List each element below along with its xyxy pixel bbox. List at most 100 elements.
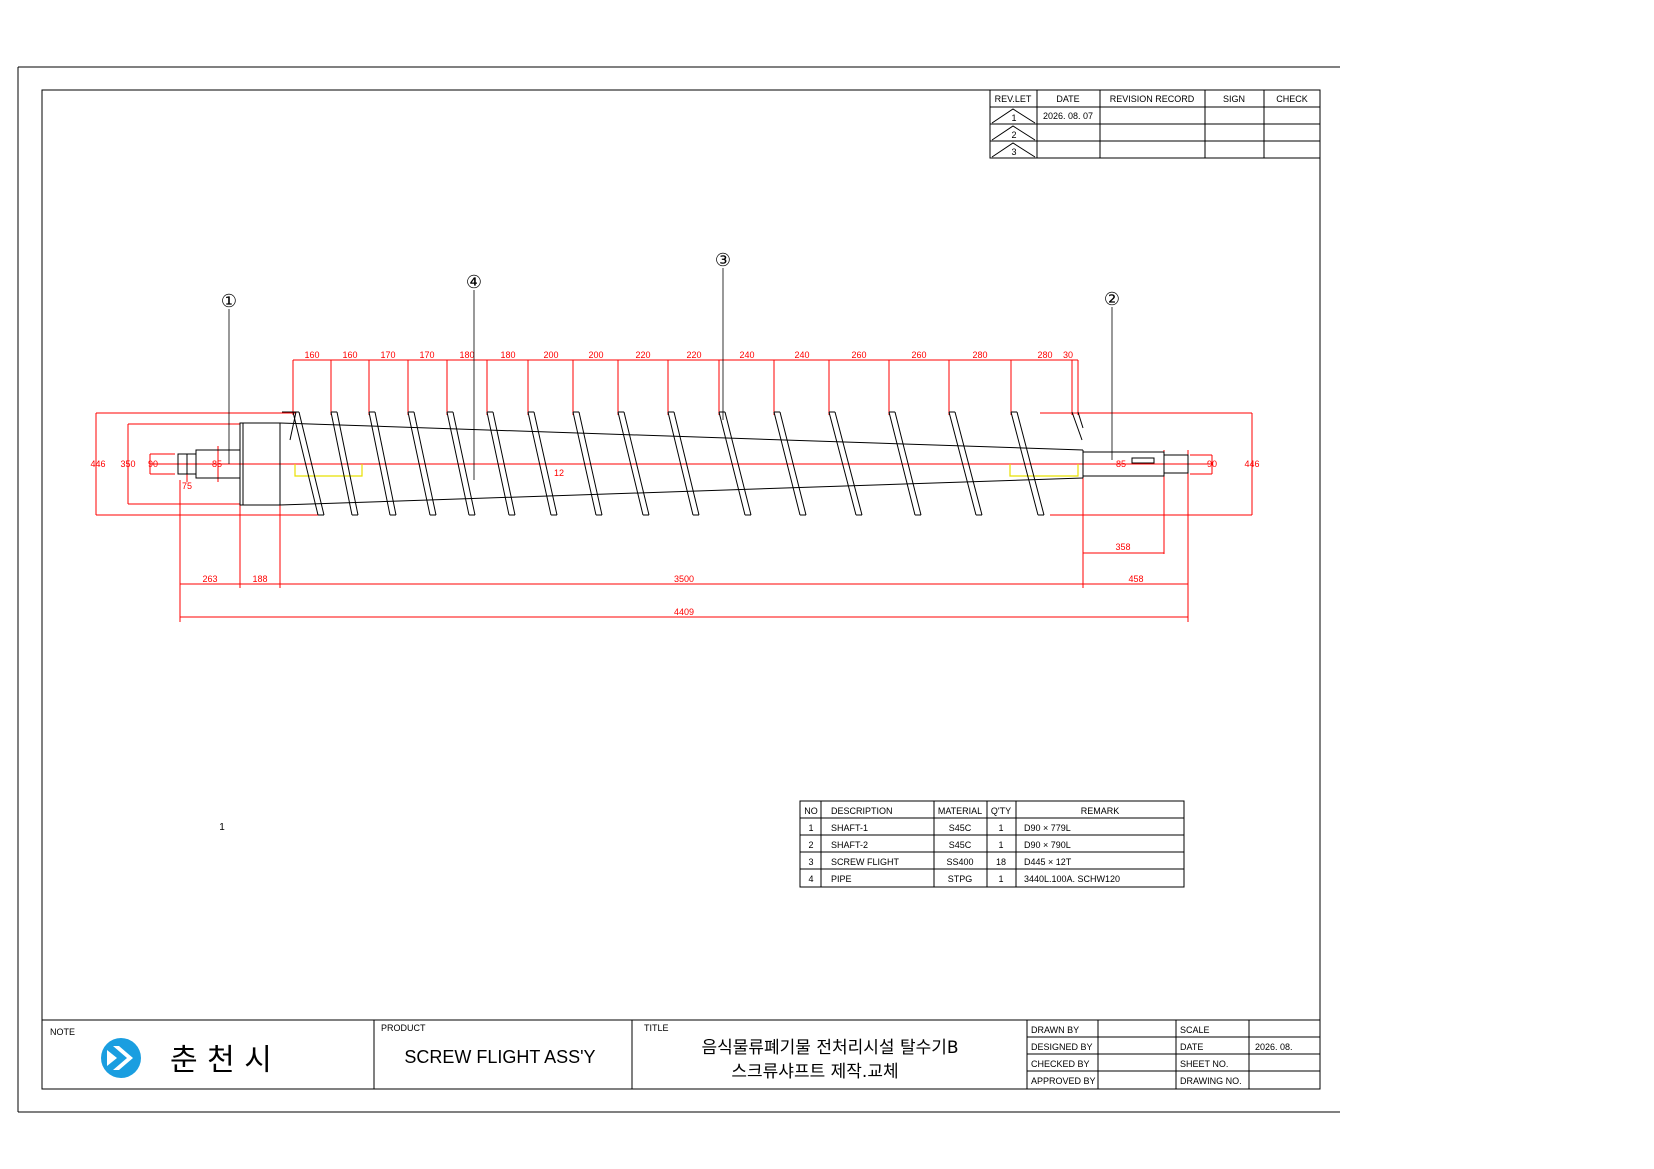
product-label: PRODUCT (381, 1023, 426, 1033)
rev-row-2-letter: 2 (1011, 130, 1016, 140)
sheet-number-mark: 1 (219, 822, 225, 833)
pitch-label-17: 30 (1063, 350, 1073, 360)
balloon-1: ① (221, 291, 237, 311)
right-diameter-446: 446 (1244, 459, 1259, 469)
parts-row-2-description: SHAFT-2 (831, 840, 868, 850)
parts-row-2-remark: D90 × 790L (1024, 840, 1071, 850)
date-label: DATE (1180, 1042, 1203, 1052)
left-diameter-446: 446 (90, 459, 105, 469)
rev-header-revlet: REV.LET (995, 94, 1032, 104)
product-value: SCREW FLIGHT ASS'Y (404, 1047, 595, 1067)
parts-row-2-no: 2 (808, 840, 813, 850)
shaft-body (177, 422, 1189, 506)
parts-row-2-qty: 1 (998, 840, 1003, 850)
parts-row-4-description: PIPE (831, 874, 852, 884)
drawn-by-label: DRAWN BY (1031, 1025, 1079, 1035)
parts-row-4-qty: 1 (998, 874, 1003, 884)
scale-label: SCALE (1180, 1025, 1210, 1035)
rev-header-check: CHECK (1276, 94, 1308, 104)
pitch-label-5: 180 (459, 350, 474, 360)
parts-row-1-remark: D90 × 779L (1024, 823, 1071, 833)
overall-length: 4409 (674, 607, 694, 617)
sheet-no-label: SHEET NO. (1180, 1059, 1228, 1069)
flight-thickness-label: 12 (554, 468, 564, 478)
revision-table: REV.LET DATE REVISION RECORD SIGN CHECK … (989, 89, 1321, 159)
parts-header-remark: REMARK (1081, 806, 1120, 816)
pitch-label-8: 200 (588, 350, 603, 360)
note-label: NOTE (50, 1027, 75, 1037)
pitch-dimension-labels: 160 160 170 170 180 180 200 200 220 220 … (304, 350, 1073, 360)
segment-188: 188 (252, 574, 267, 584)
title-block: NOTE 춘 천 시 PRODUCT SCREW FLIGHT ASS'Y TI… (42, 1019, 1320, 1089)
length-labels: 263 188 3500 458 4409 (202, 574, 1143, 617)
parts-row-1-description: SHAFT-1 (831, 823, 868, 833)
parts-row-4-material: STPG (948, 874, 973, 884)
parts-row-1-material: S45C (949, 823, 972, 833)
city-name-text: 춘 천 시 (170, 1043, 272, 1078)
pitch-label-7: 200 (543, 350, 558, 360)
city-logo-icon (101, 1038, 141, 1078)
rev-header-date: DATE (1056, 94, 1079, 104)
rev-row-3-letter: 3 (1011, 147, 1016, 157)
parts-row-3-description: SCREW FLIGHT (831, 857, 900, 867)
left-diameter-85: 85 (212, 459, 222, 469)
pitch-label-1: 160 (304, 350, 319, 360)
parts-row-1-no: 1 (808, 823, 813, 833)
date-value: 2026. 08. (1255, 1042, 1293, 1052)
parts-row-2-material: S45C (949, 840, 972, 850)
pitch-label-3: 170 (380, 350, 395, 360)
pitch-label-14: 260 (911, 350, 926, 360)
pitch-label-13: 260 (851, 350, 866, 360)
right-diameter-90: 90 (1207, 459, 1217, 469)
title-label: TITLE (644, 1023, 669, 1033)
pitch-label-10: 220 (686, 350, 701, 360)
approved-by-label: APPROVED BY (1031, 1076, 1096, 1086)
parts-header-description: DESCRIPTION (831, 806, 893, 816)
balloon-leaders (228, 268, 1113, 480)
balloon-3: ③ (715, 250, 731, 270)
parts-row-1-qty: 1 (998, 823, 1003, 833)
parts-header-qty: Q'TY (991, 806, 1011, 816)
pitch-label-12: 240 (794, 350, 809, 360)
pitch-label-4: 170 (419, 350, 434, 360)
pitch-label-16: 280 (1037, 350, 1052, 360)
left-diameter-350: 350 (120, 459, 135, 469)
screw-flights (282, 411, 1084, 516)
parts-row-3-no: 3 (808, 857, 813, 867)
rev-header-record: REVISION RECORD (1110, 94, 1195, 104)
parts-header-no: NO (804, 806, 818, 816)
title-line-2: 스크류샤프트 제작.교체 (731, 1062, 898, 1082)
pitch-label-2: 160 (342, 350, 357, 360)
parts-row-4-no: 4 (808, 874, 813, 884)
parts-row-3-remark: D445 × 12T (1024, 857, 1072, 867)
pitch-label-9: 220 (635, 350, 650, 360)
segment-3500: 3500 (674, 574, 694, 584)
segment-458: 458 (1128, 574, 1143, 584)
segment-263: 263 (202, 574, 217, 584)
rev-row-1-date: 2026. 08. 07 (1043, 111, 1093, 121)
keyway-label: 75 (182, 481, 192, 491)
right-diameter-85: 85 (1116, 459, 1126, 469)
rev-row-1-letter: 1 (1011, 113, 1016, 123)
pitch-label-15: 280 (972, 350, 987, 360)
designed-by-label: DESIGNED BY (1031, 1042, 1093, 1052)
balloon-4: ④ (466, 272, 482, 292)
outer-frame (17, 66, 1340, 1113)
left-diameter-90: 90 (148, 459, 158, 469)
hidden-lines (294, 464, 1079, 477)
parts-list-table: NO DESCRIPTION MATERIAL Q'TY REMARK 1 SH… (799, 800, 1185, 888)
pitch-ticks (292, 360, 1079, 415)
parts-row-4-remark: 3440L.100A. SCHW120 (1024, 874, 1120, 884)
parts-header-material: MATERIAL (938, 806, 982, 816)
drawing-no-label: DRAWING NO. (1180, 1076, 1242, 1086)
shaft2-length-label: 358 (1115, 542, 1130, 552)
diameter-labels: 446 350 90 85 85 90 446 75 12 358 (90, 459, 1259, 552)
parts-row-3-qty: 18 (996, 857, 1006, 867)
parts-row-3-material: SS400 (946, 857, 973, 867)
checked-by-label: CHECKED BY (1031, 1059, 1090, 1069)
title-line-1: 음식물류폐기물 전처리시설 탈수기B (701, 1038, 958, 1058)
rev-header-sign: SIGN (1223, 94, 1245, 104)
pitch-label-6: 180 (500, 350, 515, 360)
screw-shaft-drawing: 160 160 170 170 180 180 200 200 220 220 … (90, 250, 1260, 622)
